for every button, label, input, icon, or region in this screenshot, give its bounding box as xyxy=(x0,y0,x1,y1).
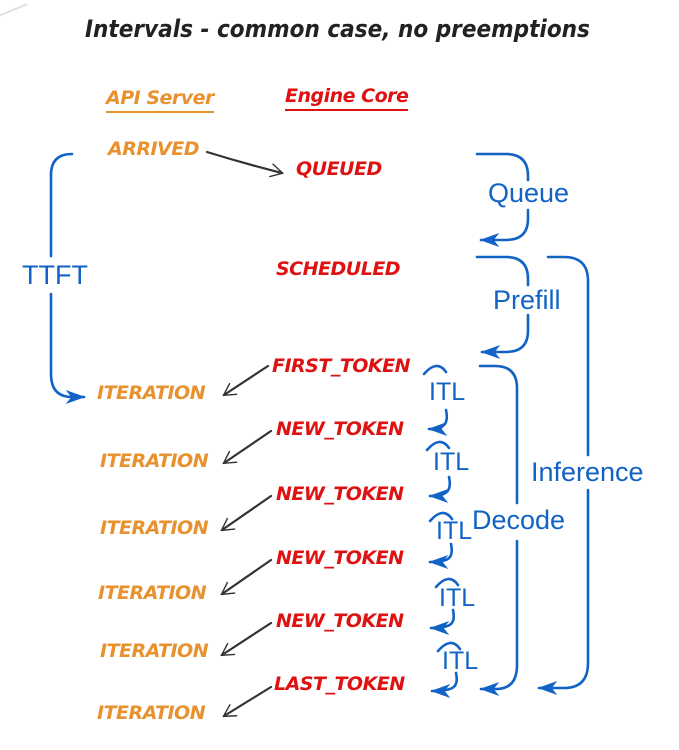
label-itl-2: ITL xyxy=(433,448,470,476)
event-new-token-2: NEW_TOKEN xyxy=(276,483,404,505)
label-itl-3: ITL xyxy=(436,517,473,545)
arrow-token-to-iteration-5 xyxy=(220,621,273,657)
arrow-token-to-iteration-6 xyxy=(222,685,273,718)
event-iteration-4: ITERATION xyxy=(98,582,207,604)
event-iteration-1: ITERATION xyxy=(97,382,206,404)
arrow-token-to-iteration-1 xyxy=(222,364,270,397)
arrow-arrived-to-queued xyxy=(205,150,285,178)
column-header-engine-core: Engine Core xyxy=(285,85,409,111)
arrow-token-to-iteration-4 xyxy=(220,558,273,596)
label-ttft: TTFT xyxy=(22,260,88,290)
event-new-token-1: NEW_TOKEN xyxy=(276,418,404,440)
event-arrived: ARRIVED xyxy=(108,138,200,160)
label-itl-5: ITL xyxy=(442,647,479,675)
label-prefill: Prefill xyxy=(493,285,561,315)
event-iteration-5: ITERATION xyxy=(100,640,209,662)
event-first-token: FIRST_TOKEN xyxy=(272,355,411,377)
corner-artifact-line xyxy=(0,0,28,19)
label-decode: Decode xyxy=(472,505,566,535)
event-iteration-6: ITERATION xyxy=(97,702,206,724)
event-iteration-2: ITERATION xyxy=(100,450,209,472)
event-last-token: LAST_TOKEN xyxy=(274,673,405,695)
arrow-token-to-iteration-3 xyxy=(220,494,273,532)
event-scheduled: SCHEDULED xyxy=(276,258,401,280)
label-inference: Inference xyxy=(531,457,644,487)
event-new-token-3: NEW_TOKEN xyxy=(276,547,404,569)
label-itl-4: ITL xyxy=(439,584,476,612)
event-new-token-4: NEW_TOKEN xyxy=(276,610,404,632)
label-queue: Queue xyxy=(488,178,570,208)
arrow-token-to-iteration-2 xyxy=(222,429,273,465)
event-queued: QUEUED xyxy=(296,158,382,180)
diagram-title: Intervals - common case, no preemptions xyxy=(85,15,590,43)
event-iteration-3: ITERATION xyxy=(100,517,209,539)
label-itl-1: ITL xyxy=(429,378,466,406)
column-header-api-server: API Server xyxy=(106,87,214,113)
